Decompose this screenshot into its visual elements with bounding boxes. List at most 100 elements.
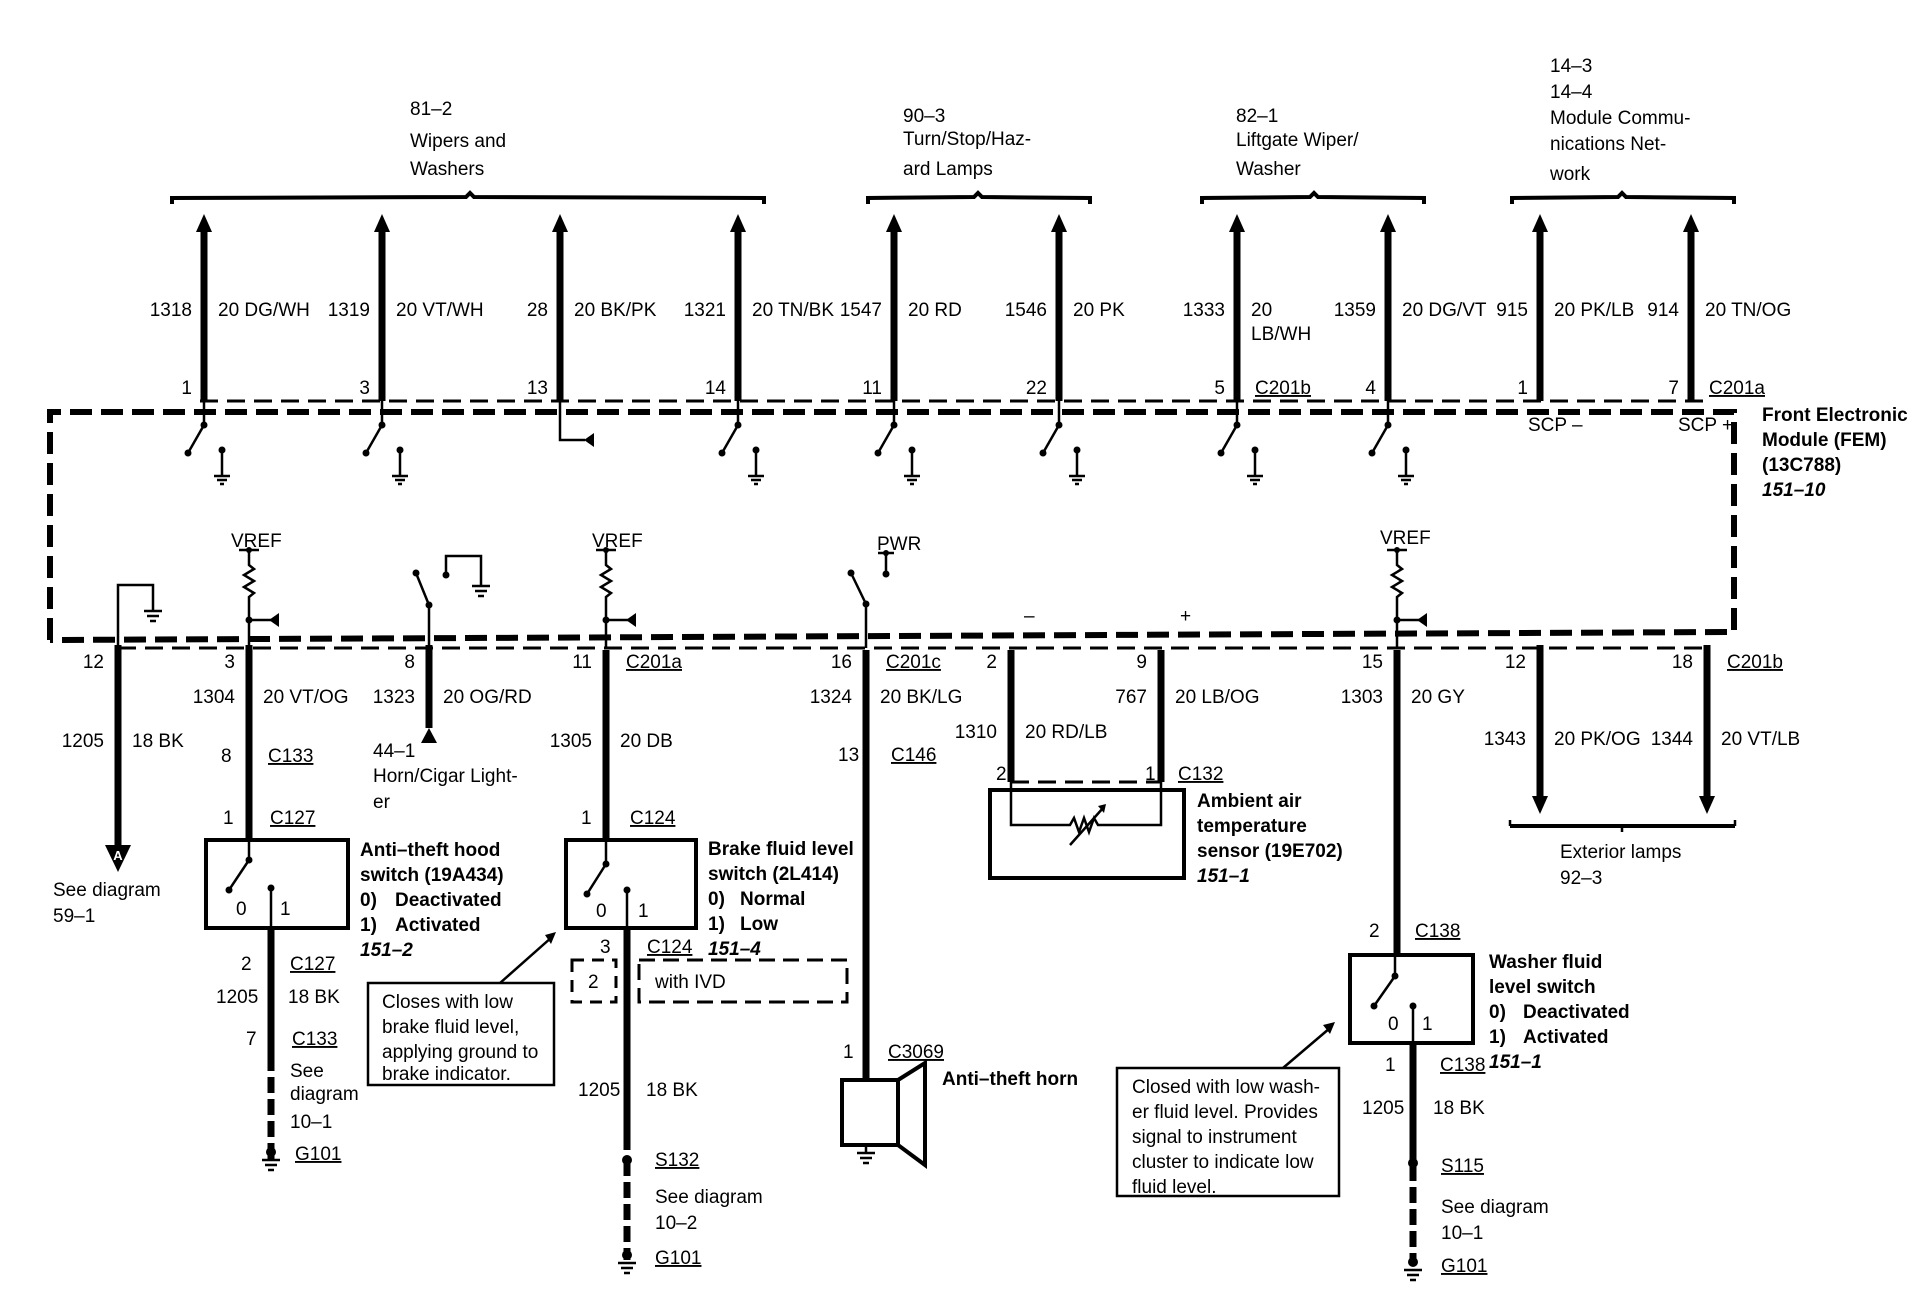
vref-pullup-icon: [239, 547, 279, 648]
pin-label: 8: [221, 746, 232, 767]
see-diagram-ref: 10–1: [290, 1112, 332, 1133]
circuit-number: 1304: [193, 687, 236, 708]
pin-label: 7: [246, 1029, 257, 1050]
module-name-line: (13C788): [1762, 455, 1841, 476]
internal-switch-icon: [362, 401, 408, 486]
wire-gauge-color: 20 PK: [1073, 300, 1125, 321]
pin-label: 1: [1145, 764, 1156, 785]
state-label: Normal: [740, 889, 805, 910]
offpage-marker: A: [113, 848, 123, 863]
state-label: Activated: [1523, 1027, 1609, 1048]
state-number: 1): [360, 915, 377, 936]
internal-switch-icon: [1217, 401, 1263, 486]
fem-module-label: Front Electronic Module (FEM) (13C788) 1…: [1528, 405, 1908, 501]
internal-ground-icon: [116, 583, 162, 648]
see-diagram-ref: 10–2: [655, 1213, 697, 1234]
arrow-down-icon: [1532, 796, 1548, 814]
pin-label: 4: [1365, 378, 1376, 399]
switch-position-1: 1: [1422, 1014, 1433, 1035]
brake-fluid-level-switch: 0 1 1 C124 Brake fluid level switch (2L4…: [366, 650, 854, 1275]
group-label-line: nications Net-: [1550, 134, 1666, 155]
pin-label: 3: [224, 652, 235, 673]
anti-theft-hood-switch: 0 1 8 C133 1 C127 Anti–theft hood switch…: [204, 690, 504, 1172]
circuit-number: 1324: [810, 687, 853, 708]
circuit-number: 1359: [1334, 300, 1376, 321]
wire-gauge-color: 20 VT/OG: [263, 687, 349, 708]
note-line: applying ground to: [382, 1042, 538, 1063]
see-diagram-text: See diagram: [53, 880, 161, 901]
ground-label: G101: [295, 1144, 341, 1165]
component-ref: 151–1: [1197, 866, 1250, 887]
pin-label: 14: [705, 378, 727, 399]
note-box: [1115, 1066, 1341, 1198]
module-name-line: Module (FEM): [1762, 430, 1887, 451]
pin-label: 12: [83, 652, 104, 673]
circuit-number: 1318: [150, 300, 192, 321]
see-diagram-text: See diagram: [1441, 1197, 1549, 1218]
connector-label: C124: [647, 937, 693, 958]
see-diagram-text: diagram: [290, 1084, 359, 1105]
state-label: Deactivated: [395, 890, 502, 911]
ground-icon: [748, 450, 764, 486]
internal-circuits-bottom: VREF VREF PWR VREF – +: [116, 528, 1431, 648]
pin-label: 2: [996, 764, 1007, 785]
circuit-number: 767: [1115, 687, 1147, 708]
scp-minus-label: SCP –: [1528, 415, 1583, 436]
wire-gauge-color: 20: [1251, 300, 1272, 321]
group-label-line: Liftgate Wiper/: [1236, 130, 1359, 151]
vref-label: VREF: [1380, 528, 1431, 549]
pin-label: 1: [1385, 1055, 1396, 1076]
wire-gauge-color: 20 VT/LB: [1721, 729, 1800, 750]
splice-label: S132: [655, 1150, 699, 1171]
state-label: Deactivated: [1523, 1002, 1630, 1023]
splice-icon: [1408, 1158, 1418, 1168]
horn-icon: [840, 1059, 927, 1169]
offpage-label: Exterior lamps: [1560, 842, 1681, 863]
internal-switch-icon: [718, 401, 764, 486]
group-label-line: Module Commu-: [1550, 108, 1690, 129]
group-label-line: Washers: [410, 159, 484, 180]
switch-position-0: 0: [596, 901, 607, 922]
pin-label: 11: [572, 652, 592, 673]
group-label-line: 90–3: [903, 106, 945, 127]
connector-label: C201a: [626, 652, 682, 673]
connector-label: C201b: [1255, 378, 1311, 399]
pin-label: 1: [223, 808, 234, 829]
pin-label: 2: [1369, 921, 1380, 942]
group-label-line: 14–4: [1550, 82, 1593, 103]
offpage-label: Horn/Cigar Light-: [373, 766, 518, 787]
group-label-line: 82–1: [1236, 106, 1278, 127]
module-ref: 151–10: [1762, 480, 1826, 501]
ground-icon: [1069, 450, 1085, 486]
pin-label: 1: [581, 808, 592, 829]
ambient-air-temp-sensor: 2 1 C132 Ambient air temperature sensor …: [988, 650, 1343, 887]
state-number: 1): [1489, 1027, 1506, 1048]
wire-gauge-color: 20 PK/LB: [1554, 300, 1634, 321]
pin-label: 13: [838, 745, 859, 766]
state-label: Activated: [395, 915, 481, 936]
circuit-number: 915: [1496, 300, 1528, 321]
see-diagram-text: See diagram: [655, 1187, 763, 1208]
pwr-switch-icon: [847, 550, 894, 648]
connector-label: C201c: [886, 652, 941, 673]
circuit-number: 1205: [578, 1080, 620, 1101]
see-diagram-ref: 10–1: [1441, 1223, 1483, 1244]
arrow-up-icon: [196, 214, 212, 232]
ground-label: G101: [1441, 1256, 1487, 1277]
note-line: cluster to indicate low: [1132, 1152, 1314, 1173]
offpage-arrow-icon: [421, 728, 437, 743]
internal-switch-icon: [1039, 401, 1085, 486]
group-brace: [1200, 190, 1426, 204]
wire-gauge-color: 18 BK: [1433, 1098, 1485, 1119]
